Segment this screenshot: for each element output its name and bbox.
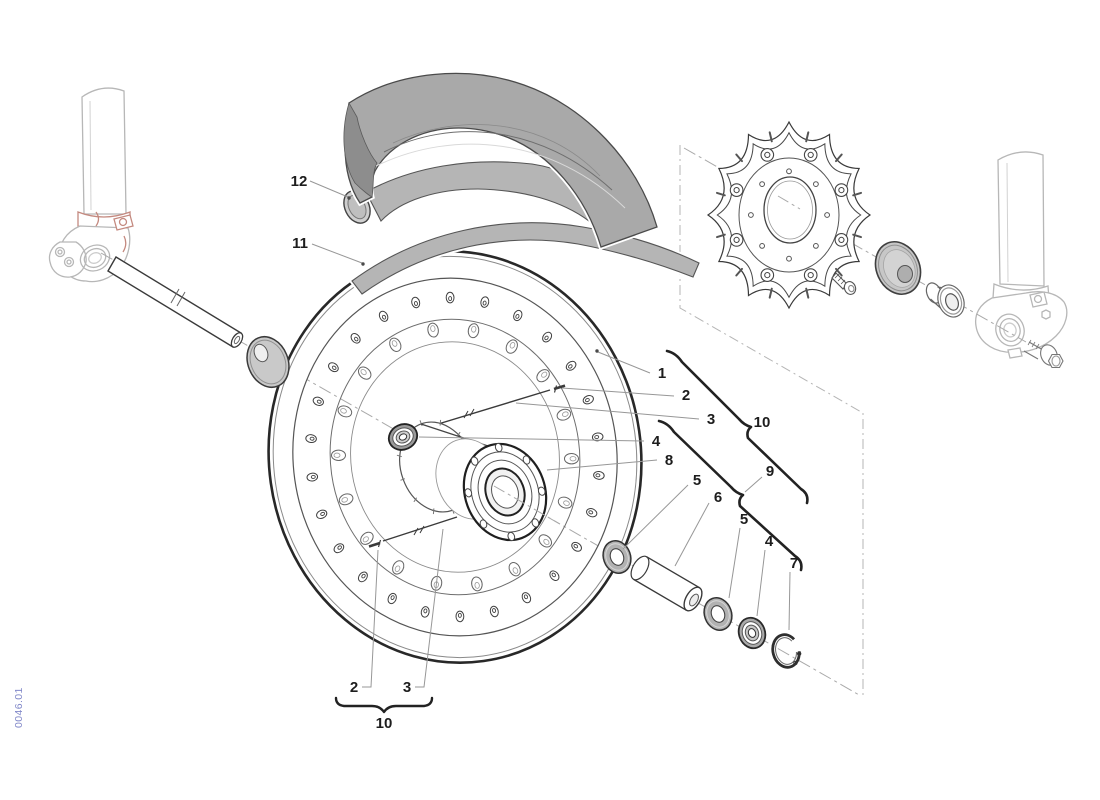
hub-bolt-holes bbox=[464, 442, 546, 542]
fork-red-accent bbox=[95, 211, 100, 227]
callout-3[interactable]: 3 bbox=[707, 411, 715, 428]
tire-cross-section bbox=[343, 101, 378, 198]
assembly-boundary-dashed bbox=[679, 145, 864, 698]
cap-hole bbox=[897, 265, 913, 283]
front-axle bbox=[107, 256, 244, 348]
brace-spoke-set bbox=[334, 696, 434, 714]
axle-bushing bbox=[925, 282, 965, 318]
axle-dust-cover bbox=[246, 336, 290, 388]
callout-4[interactable]: 4 bbox=[652, 433, 661, 450]
disc-center-hole bbox=[763, 176, 817, 244]
spoke-lower-nipple bbox=[368, 541, 381, 548]
disc-carrier-ring bbox=[738, 157, 840, 273]
cover-hole bbox=[253, 343, 269, 363]
callout-9[interactable]: 9 bbox=[766, 463, 774, 480]
hub-spacer bbox=[630, 555, 703, 612]
callout-12[interactable]: 12 bbox=[291, 173, 308, 190]
fork-pinch-bolt bbox=[1023, 339, 1064, 369]
callout-4b[interactable]: 4 bbox=[765, 533, 774, 550]
callout-2[interactable]: 2 bbox=[682, 387, 690, 404]
seal-washer-right bbox=[703, 597, 733, 631]
left-fork-leg bbox=[48, 87, 134, 283]
callout-labels: 12 11 1 2 3 4 8 5 6 10 9 5 4 7 2 3 10 bbox=[291, 173, 799, 732]
exploded-spokes bbox=[368, 384, 566, 548]
callout-8[interactable]: 8 bbox=[665, 452, 673, 469]
callout-5b[interactable]: 5 bbox=[740, 511, 748, 528]
disc-screw bbox=[831, 272, 857, 295]
disc-side-cap bbox=[874, 241, 922, 295]
right-fork-leg bbox=[974, 151, 1068, 359]
callout-1[interactable]: 1 bbox=[658, 365, 666, 382]
callout-6[interactable]: 6 bbox=[714, 489, 722, 506]
wheel-hub bbox=[396, 419, 548, 542]
disc-buttons-and-slots bbox=[716, 131, 862, 299]
callout-10b[interactable]: 10 bbox=[376, 715, 393, 732]
callout-10[interactable]: 10 bbox=[754, 414, 771, 431]
rim-well-edge bbox=[292, 277, 618, 637]
circlip bbox=[771, 633, 802, 669]
callout-5[interactable]: 5 bbox=[693, 472, 701, 489]
sheet-code: 0046.01 bbox=[13, 687, 25, 728]
brace-wheel-group bbox=[665, 349, 809, 505]
seal-washer-left bbox=[602, 540, 632, 574]
leader-lines bbox=[309, 180, 791, 688]
wheel-bearing-left bbox=[387, 423, 419, 451]
callout-7[interactable]: 7 bbox=[790, 555, 798, 572]
brake-disc bbox=[708, 122, 870, 308]
callout-11[interactable]: 11 bbox=[292, 235, 308, 252]
centerline-overlays bbox=[493, 195, 801, 525]
brace-hub-group bbox=[657, 419, 803, 572]
group-braces bbox=[334, 349, 809, 714]
callout-2b[interactable]: 2 bbox=[350, 679, 358, 696]
wheel-bearing-right bbox=[737, 616, 767, 650]
tire bbox=[342, 71, 661, 251]
spoke-nipple-holes bbox=[305, 291, 605, 623]
callout-3b[interactable]: 3 bbox=[403, 679, 411, 696]
spoke-upper-rod bbox=[424, 389, 551, 429]
spoke-lower-rod bbox=[382, 516, 458, 542]
